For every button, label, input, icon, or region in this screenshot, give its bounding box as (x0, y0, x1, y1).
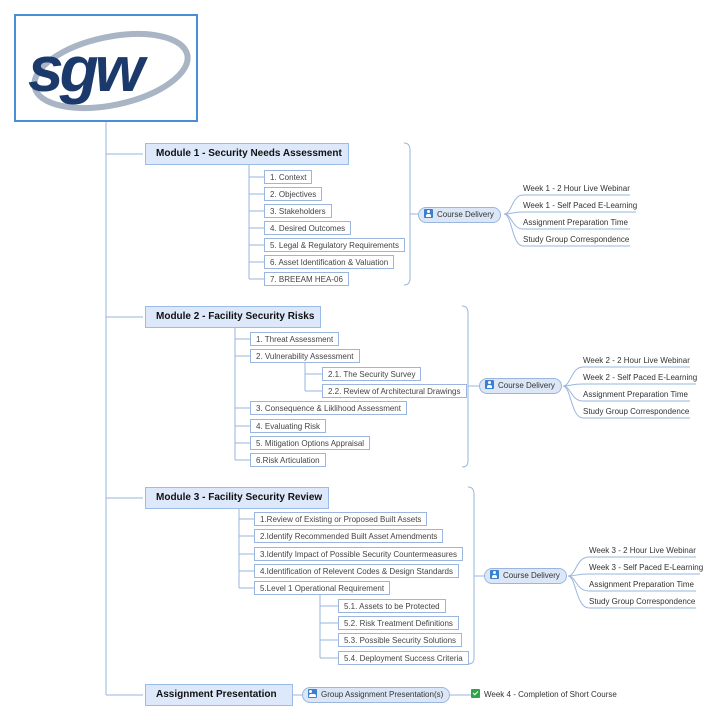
connector-line (403, 142, 411, 286)
group-presentation-pill[interactable]: Group Assignment Presentation(s) (302, 687, 451, 703)
group-icon (308, 689, 317, 698)
m1-topic[interactable]: 7. BREEAM HEA-06 (264, 272, 349, 286)
module-1-title[interactable]: Module 1 - Security Needs Assessment (145, 143, 349, 165)
m1-topic[interactable]: 3. Stakeholders (264, 204, 332, 218)
svg-text:sgw: sgw (28, 33, 149, 105)
assignment-presentation-title[interactable]: Assignment Presentation (145, 684, 293, 706)
course-delivery-pill[interactable]: Course Delivery (484, 568, 567, 584)
checkmark-icon (471, 689, 480, 698)
m1-topic[interactable]: 1. Context (264, 170, 313, 184)
delivery-item[interactable]: Assignment Preparation Time (523, 218, 628, 227)
m3-topic[interactable]: 3.Identify Impact of Possible Security C… (254, 547, 463, 561)
m1-topic[interactable]: 5. Legal & Regulatory Requirements (264, 238, 405, 252)
m1-topic[interactable]: 4. Desired Outcomes (264, 221, 352, 235)
connector-line (461, 305, 469, 468)
m2-topic[interactable]: 4. Evaluating Risk (250, 419, 327, 433)
m2-topic[interactable]: 1. Threat Assessment (250, 332, 340, 346)
m3-topic[interactable]: 2.Identify Recommended Built Asset Amend… (254, 529, 444, 543)
course-delivery-pill[interactable]: Course Delivery (418, 207, 501, 223)
m3-subtopic[interactable]: 5.1. Assets to be Protected (338, 599, 446, 613)
connector-line (562, 385, 690, 419)
m3-topic[interactable]: 4.Identification of Relevent Codes & Des… (254, 564, 460, 578)
delivery-item[interactable]: Week 2 - 2 Hour Live Webinar (583, 356, 690, 365)
connector-line (503, 213, 630, 247)
sgw-logo: sgw sgw (14, 14, 198, 122)
connector-line (567, 556, 696, 577)
delivery-item[interactable]: Week 1 - 2 Hour Live Webinar (523, 184, 630, 193)
connector-line (467, 486, 475, 665)
user-icon (485, 380, 494, 389)
delivery-item[interactable]: Assignment Preparation Time (583, 390, 688, 399)
completion-item[interactable]: Week 4 - Completion of Short Course (471, 689, 617, 701)
m2-topic[interactable]: 2. Vulnerability Assessment (250, 349, 360, 363)
delivery-item[interactable]: Assignment Preparation Time (589, 580, 694, 589)
delivery-item[interactable]: Study Group Correspondence (589, 597, 696, 606)
delivery-item[interactable]: Study Group Correspondence (523, 235, 630, 244)
m3-subtopic[interactable]: 5.2. Risk Treatment Definitions (338, 616, 459, 630)
module-3-title[interactable]: Module 3 - Facility Security Review (145, 487, 329, 509)
m3-subtopic[interactable]: 5.3. Possible Security Solutions (338, 633, 463, 647)
delivery-item[interactable]: Study Group Correspondence (583, 407, 690, 416)
m3-topic[interactable]: 1.Review of Existing or Proposed Built A… (254, 512, 428, 526)
m2-subtopic[interactable]: 2.1. The Security Survey (322, 367, 422, 381)
m2-subtopic[interactable]: 2.2. Review of Architectural Drawings (322, 384, 467, 398)
connector-line (567, 575, 696, 609)
connector-line (567, 573, 700, 577)
module-2-title[interactable]: Module 2 - Facility Security Risks (145, 306, 321, 328)
m1-topic[interactable]: 2. Objectives (264, 187, 323, 201)
m2-topic[interactable]: 5. Mitigation Options Appraisal (250, 436, 371, 450)
connector-line (503, 211, 636, 215)
m2-topic[interactable]: 3. Consequence & Liklihood Assessment (250, 401, 407, 415)
connector-line (562, 366, 690, 387)
connector-line (503, 194, 630, 215)
delivery-item[interactable]: Week 1 - Self Paced E-Learning (523, 201, 638, 210)
delivery-item[interactable]: Week 3 - 2 Hour Live Webinar (589, 546, 696, 555)
user-icon (424, 209, 433, 218)
m3-topic[interactable]: 5.Level 1 Operational Requirement (254, 581, 391, 595)
delivery-item[interactable]: Week 3 - Self Paced E-Learning (589, 563, 704, 572)
connector-line (562, 383, 696, 387)
m1-topic[interactable]: 6. Asset Identification & Valuation (264, 255, 395, 269)
user-icon (490, 570, 499, 579)
course-delivery-pill[interactable]: Course Delivery (479, 378, 562, 394)
m3-subtopic[interactable]: 5.4. Deployment Success Criteria (338, 651, 469, 665)
delivery-item[interactable]: Week 2 - Self Paced E-Learning (583, 373, 698, 382)
m2-topic[interactable]: 6.Risk Articulation (250, 453, 326, 467)
